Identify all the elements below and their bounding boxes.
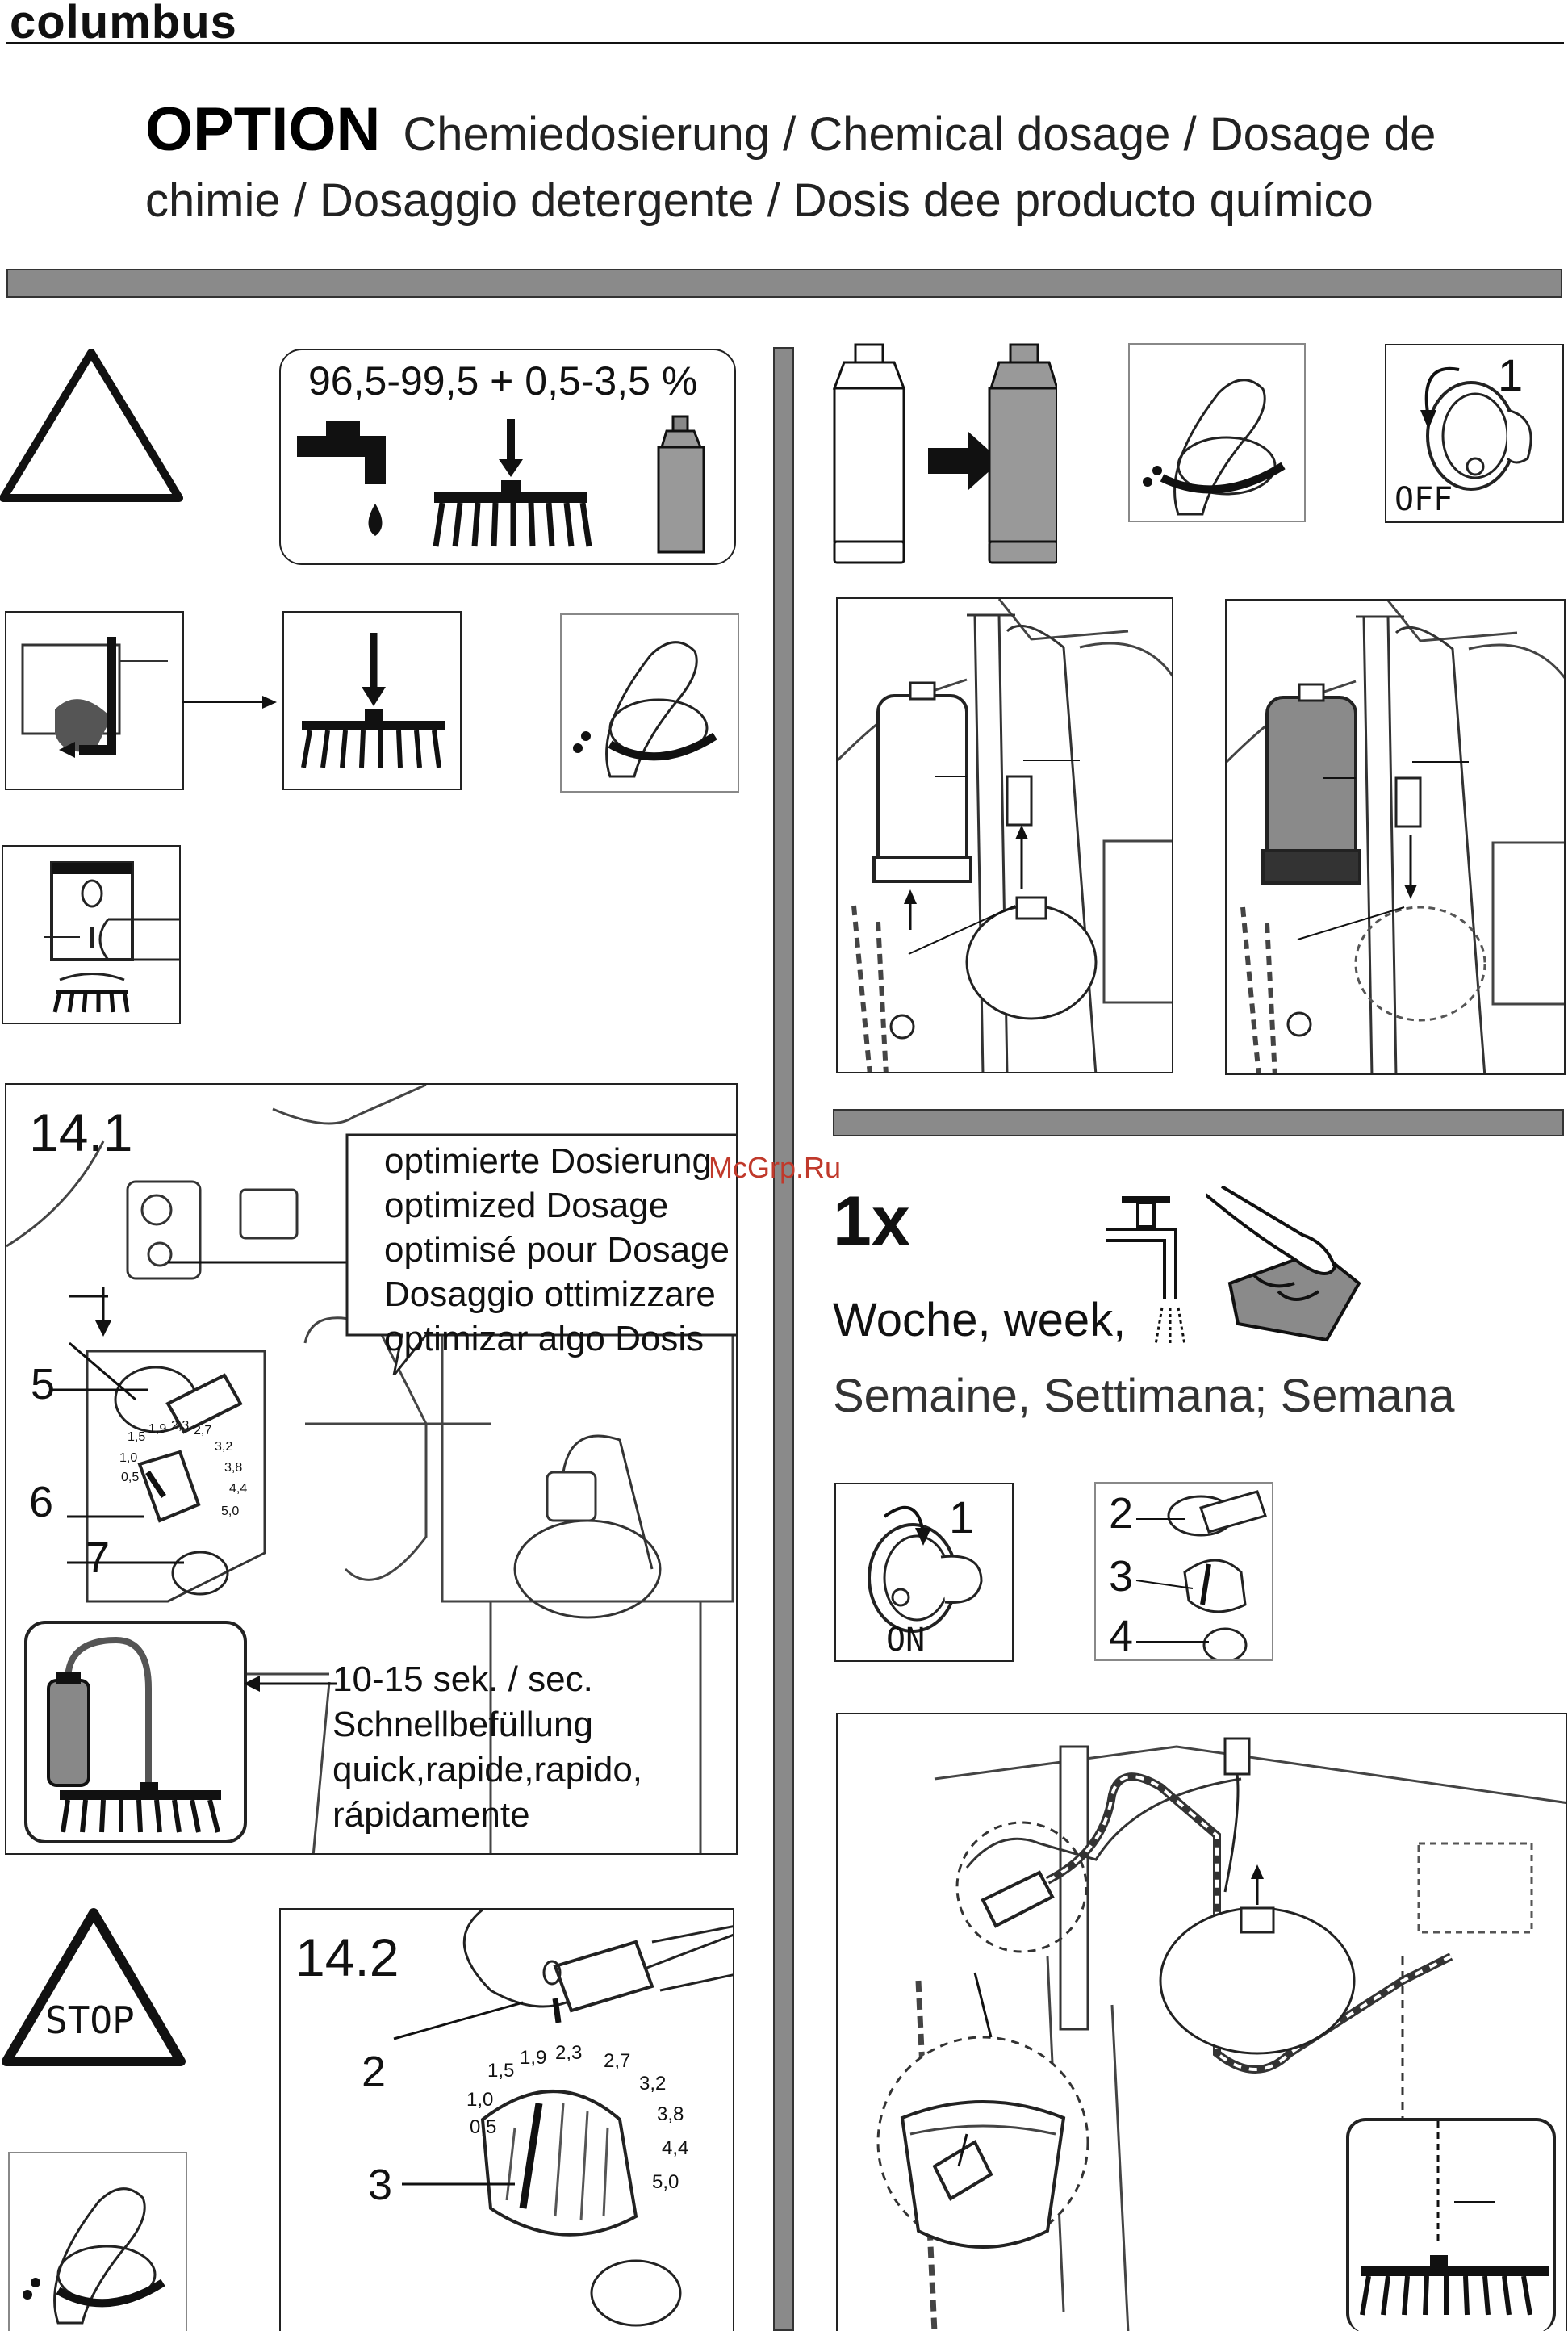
brush-lower-panel xyxy=(282,611,462,790)
dial-scale-8: 5,0 xyxy=(221,1504,240,1518)
valve-open-panel xyxy=(560,613,739,793)
key-off-label: OFF xyxy=(1394,481,1453,518)
header-rule xyxy=(6,42,1564,44)
brush-deck-icon xyxy=(433,419,592,547)
quick-fill-inset xyxy=(24,1621,247,1843)
chemical-bottle-icon xyxy=(657,415,705,554)
warning-triangle-icon xyxy=(0,349,183,502)
option-label: OPTION xyxy=(145,95,381,164)
dial-scale-7: 4,4 xyxy=(229,1482,248,1496)
photo-handle-release xyxy=(5,611,184,790)
dial2-scale-4: 2,7 xyxy=(604,2050,631,2072)
key-switch-off-panel: 1 OFF xyxy=(1385,344,1564,523)
callout-line-2: optimized Dosage xyxy=(384,1186,669,1225)
water-tap-icon xyxy=(297,421,386,536)
bottle-swap-illustration xyxy=(832,343,1057,564)
dial-scale-3: 2,3 xyxy=(171,1419,190,1433)
brush-flush-inset xyxy=(1346,2118,1556,2331)
dial2-scale-6: 1,0 xyxy=(466,2089,494,2111)
key-position-1: 1 xyxy=(1498,349,1524,400)
label-7: 7 xyxy=(86,1534,111,1582)
photo-tank-remove xyxy=(836,597,1173,1073)
section-bar-top xyxy=(6,269,1562,298)
maintenance-line-2: Semaine, Settimana; Semana xyxy=(833,1370,1455,1422)
label-6: 6 xyxy=(29,1478,54,1526)
fill-note-3: quick,rapide,rapido, xyxy=(332,1750,643,1789)
label-5: 5 xyxy=(31,1360,56,1408)
watermark: McGrp.Ru xyxy=(709,1151,842,1184)
step-number-14-2: 14.2 xyxy=(295,1927,399,1987)
stop-warning-icon xyxy=(2,1908,186,2066)
valve-open-panel-2 xyxy=(8,2152,187,2331)
key-on-label: ON xyxy=(886,1622,926,1659)
dial-scale-10: 0,5 xyxy=(121,1471,140,1484)
panel-label-3: 3 xyxy=(1109,1552,1134,1601)
panel-label-2: 2 xyxy=(1109,1489,1134,1538)
callout-line-4: Dosaggio ottimizzare xyxy=(384,1274,716,1314)
arrow-right-icon xyxy=(182,696,277,709)
tap-rinse-icon xyxy=(1106,1196,1186,1345)
section-bar-right xyxy=(833,1109,1564,1136)
photo-tank-install xyxy=(1225,599,1566,1075)
fill-note-1: 10-15 sek. / sec. xyxy=(332,1659,593,1699)
column-divider xyxy=(773,347,794,2331)
callout-bubble xyxy=(345,1133,736,1375)
callout-line-3: optimisé pour Dosage xyxy=(384,1230,730,1270)
hand-wipe-icon xyxy=(1206,1186,1361,1342)
mix-ratio-panel: 96,5-99,5 + 0,5-3,5 % xyxy=(279,349,736,565)
maintenance-count: 1x xyxy=(833,1182,910,1260)
dial2-scale-10: 5,0 xyxy=(652,2171,679,2193)
dial2-scale-9: 4,4 xyxy=(662,2137,689,2159)
brand-logo: columbus xyxy=(10,0,237,48)
key-switch-on-panel: 1 ON xyxy=(834,1483,1014,1662)
dial2-scale-1: 1,5 xyxy=(487,2060,515,2082)
dial2-scale-5: 3,2 xyxy=(639,2073,667,2095)
step-number-14-1: 14.1 xyxy=(29,1103,133,1162)
dial2-scale-8: 0,5 xyxy=(470,2116,497,2138)
maintenance-line-1: Woche, week, xyxy=(833,1294,1127,1346)
dial2-scale-7: 3,8 xyxy=(657,2103,684,2125)
dial-scale-9: 1,0 xyxy=(119,1451,138,1465)
valve-close-panel xyxy=(1128,343,1306,522)
label-3: 3 xyxy=(368,2161,393,2209)
brush-switch-panel xyxy=(2,845,181,1024)
stop-text: STOP xyxy=(45,1998,135,2042)
step-14-1-panel: 14.1 optimierte Dosierung optimized Dosa… xyxy=(5,1083,738,1855)
dial-scale-6: 3,8 xyxy=(224,1461,243,1475)
dial2-scale-2: 1,9 xyxy=(520,2047,547,2069)
callout-line-1: optimierte Dosierung xyxy=(384,1141,712,1181)
panel-label-4: 4 xyxy=(1109,1612,1134,1660)
mix-ratio-text: 96,5-99,5 + 0,5-3,5 % xyxy=(308,358,698,404)
dial2-scale-3: 2,3 xyxy=(555,2042,583,2064)
fill-note-4: rápidamente xyxy=(332,1795,530,1835)
dial-scale-2: 1,9 xyxy=(148,1422,167,1436)
flush-system-illustration xyxy=(836,1713,1567,2331)
key-position-1-on: 1 xyxy=(949,1492,975,1542)
dial-scale-5: 3,2 xyxy=(215,1440,233,1454)
dosing-control-panel: 2 3 4 xyxy=(1094,1482,1273,1661)
label-2: 2 xyxy=(362,2048,387,2096)
title-text: Chemiedosierung / Chemical dosage / Dosa… xyxy=(145,108,1436,227)
callout-line-5: optimizar algo Dosis xyxy=(384,1319,705,1358)
dial-scale-4: 2,7 xyxy=(194,1424,212,1438)
step-14-2-panel: 14.2 2 3 1,5 1,9 2,3 2,7 3,2 1,0 3,8 0,5… xyxy=(279,1908,734,2331)
arrow-left-icon xyxy=(244,1676,337,1692)
fill-note-2: Schnellbefüllung xyxy=(332,1705,593,1744)
dial-scale-1: 1,5 xyxy=(128,1430,146,1444)
